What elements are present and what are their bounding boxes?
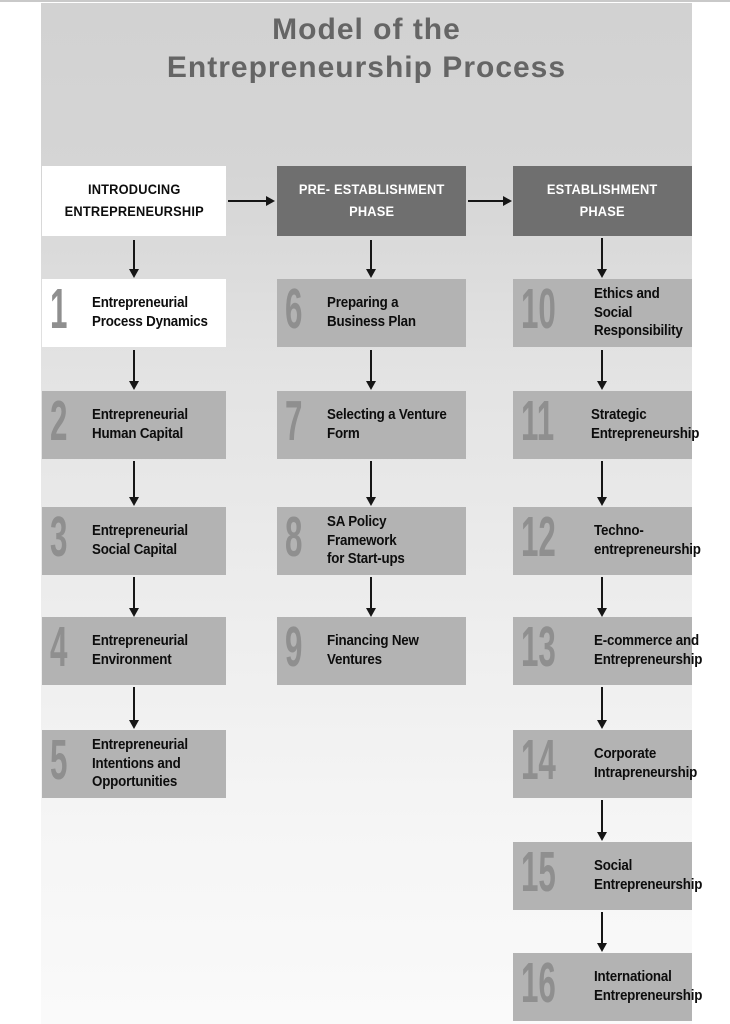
chapter-number: 9 bbox=[285, 615, 303, 679]
chapter-box-12: 12 Techno- entrepreneurship bbox=[513, 505, 701, 575]
page-top-rule bbox=[0, 0, 730, 2]
chapter-number: 15 bbox=[521, 840, 556, 904]
chapter-number: 6 bbox=[285, 277, 303, 341]
chapter-title: Entrepreneurial Process Dynamics bbox=[91, 295, 208, 330]
chapter-box-14: 14 Corporate Intrapreneurship bbox=[513, 728, 698, 798]
chapter-title: Corporate Intrapreneurship bbox=[594, 746, 698, 781]
chapter-box-7: 7 Selecting a Venture Form bbox=[277, 391, 466, 459]
down-arrow bbox=[597, 800, 607, 841]
chapter-box-8: 8 SA Policy Framework for Start-ups bbox=[277, 507, 466, 575]
down-arrow bbox=[129, 461, 139, 506]
down-arrow bbox=[366, 240, 376, 278]
down-arrow bbox=[129, 350, 139, 390]
chapter-number: 13 bbox=[521, 615, 556, 679]
chapter-number: 11 bbox=[521, 389, 555, 453]
phase-header-establishment: ESTABLISHMENT PHASE bbox=[513, 166, 692, 236]
chapter-title: International Entrepreneurship bbox=[594, 969, 703, 1004]
chapter-number: 7 bbox=[285, 389, 303, 453]
down-arrow bbox=[366, 577, 376, 617]
chapter-title: SA Policy Framework for Start-ups bbox=[326, 514, 405, 568]
chapter-number: 10 bbox=[521, 277, 556, 341]
chapter-title: Selecting a Venture Form bbox=[326, 407, 447, 442]
down-arrow bbox=[366, 350, 376, 390]
phase-header-introducing-entrepreneurship: INTRODUCING ENTREPRENEURSHIP bbox=[42, 166, 226, 236]
chapter-box-2: 2 Entrepreneurial Human Capital bbox=[42, 391, 226, 459]
chapter-box-4: 4 Entrepreneurial Environment bbox=[42, 617, 226, 685]
down-arrow bbox=[129, 687, 139, 729]
down-arrow bbox=[597, 238, 607, 278]
chapter-box-15: 15 Social Entrepreneurship bbox=[513, 840, 703, 910]
chapter-number: 8 bbox=[285, 505, 303, 569]
chapter-box-5: 5 Entrepreneurial Intentions and Opportu… bbox=[42, 730, 226, 798]
chapter-title: Preparing a Business Plan bbox=[326, 295, 416, 330]
chapter-box-13: 13 E-commerce and Entrepreneurship bbox=[513, 615, 703, 685]
phase-header-label: INTRODUCING ENTREPRENEURSHIP bbox=[64, 182, 204, 219]
chapter-box-11: 11 Strategic Entrepreneurship bbox=[513, 389, 700, 459]
chapter-number: 3 bbox=[50, 505, 68, 569]
page-title: Model of the Entrepreneurship Process bbox=[166, 13, 567, 84]
chapter-title: Financing New Ventures bbox=[326, 633, 419, 668]
chapter-box-10: 10 Ethics and Social Responsibility bbox=[513, 279, 692, 347]
phase-header-pre-establishment: PRE- ESTABLISHMENT PHASE bbox=[277, 166, 466, 236]
down-arrow bbox=[597, 350, 607, 390]
chapter-title: E-commerce and Entrepreneurship bbox=[594, 633, 703, 668]
chapter-box-9: 9 Financing New Ventures bbox=[277, 617, 466, 685]
phase-header-label: PRE- ESTABLISHMENT PHASE bbox=[298, 182, 445, 219]
down-arrow bbox=[129, 577, 139, 617]
down-arrow bbox=[597, 577, 607, 617]
chapter-box-6: 6 Preparing a Business Plan bbox=[277, 279, 466, 347]
down-arrow bbox=[366, 461, 376, 506]
right-arrow bbox=[228, 196, 275, 206]
down-arrow bbox=[129, 240, 139, 278]
chapter-title: Entrepreneurial Environment bbox=[91, 633, 188, 668]
chapter-title: Entrepreneurial Intentions and Opportuni… bbox=[91, 737, 188, 791]
chapter-number: 14 bbox=[521, 728, 556, 792]
chapter-number: 1 bbox=[50, 277, 68, 341]
phase-header-label: ESTABLISHMENT PHASE bbox=[547, 182, 658, 219]
chapter-title: Techno- entrepreneurship bbox=[594, 523, 702, 558]
chapter-box-1: 1 Entrepreneurial Process Dynamics bbox=[42, 279, 226, 347]
chapter-number: 12 bbox=[521, 505, 556, 569]
chapter-title: Ethics and Social Responsibility bbox=[594, 286, 684, 340]
chapter-number: 4 bbox=[50, 615, 68, 679]
chapter-number: 16 bbox=[521, 951, 556, 1015]
chapter-title: Social Entrepreneurship bbox=[594, 858, 703, 893]
down-arrow bbox=[597, 687, 607, 729]
down-arrow bbox=[597, 912, 607, 952]
chapter-title: Strategic Entrepreneurship bbox=[591, 407, 700, 442]
chapter-number: 2 bbox=[50, 389, 68, 453]
chapter-number: 5 bbox=[50, 728, 68, 792]
chapter-box-16: 16 International Entrepreneurship bbox=[513, 951, 703, 1021]
chapter-title: Entrepreneurial Human Capital bbox=[91, 407, 188, 442]
down-arrow bbox=[597, 461, 607, 506]
chapter-title: Entrepreneurial Social Capital bbox=[91, 523, 188, 558]
right-arrow bbox=[468, 196, 512, 206]
chapter-box-3: 3 Entrepreneurial Social Capital bbox=[42, 507, 226, 575]
